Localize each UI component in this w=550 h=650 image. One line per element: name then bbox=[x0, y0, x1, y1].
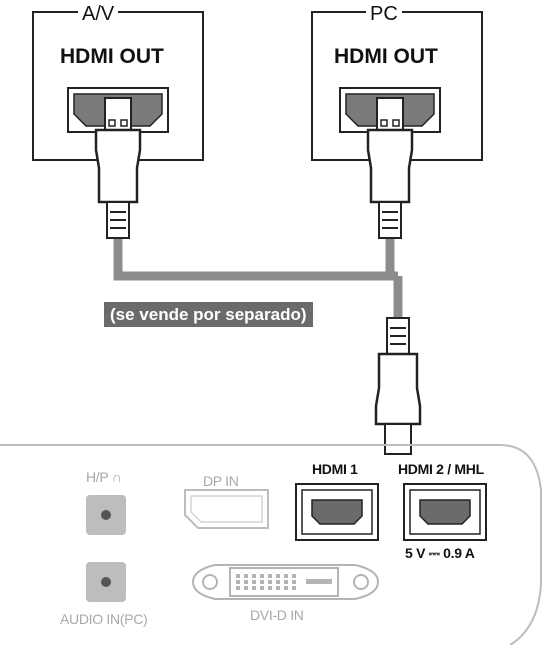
hdmi-plug-monitor bbox=[374, 317, 422, 455]
hdmi1-label: HDMI 1 bbox=[312, 461, 358, 477]
source-title-pc: PC bbox=[366, 4, 402, 24]
cable-routing bbox=[113, 235, 403, 318]
headphone-jack bbox=[86, 495, 126, 535]
audio-in-label: AUDIO IN(PC) bbox=[60, 611, 148, 627]
dvi-d-port bbox=[191, 564, 380, 600]
source-port-label-av: HDMI OUT bbox=[60, 45, 164, 68]
headphone-label: H/P ∩ bbox=[86, 469, 122, 485]
cable-note: (se vende por separado) bbox=[104, 302, 313, 327]
dp-in-label: DP IN bbox=[203, 473, 239, 489]
source-title-av: A/V bbox=[78, 4, 119, 24]
hdmi2-label: HDMI 2 / MHL bbox=[398, 461, 484, 477]
dp-in-port bbox=[184, 489, 269, 529]
monitor-panel bbox=[0, 444, 542, 646]
dvi-in-label: DVI-D IN bbox=[250, 607, 304, 623]
hdmi2-power-label: 5 V ⎓ 0.9 A bbox=[405, 545, 475, 561]
audio-in-jack bbox=[86, 562, 126, 602]
hdmi2-port bbox=[403, 483, 487, 541]
hdmi1-port bbox=[295, 483, 379, 541]
source-port-label-pc: HDMI OUT bbox=[334, 45, 438, 68]
